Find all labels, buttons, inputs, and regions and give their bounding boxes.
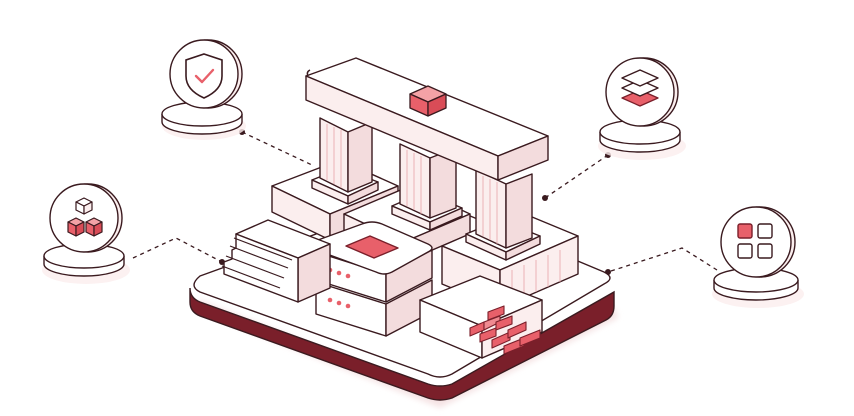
server-box [313,221,433,337]
grid-badge [712,206,804,308]
shield-check-badge [161,39,246,140]
connector-grid [607,247,718,273]
stairs-right [419,275,543,359]
cubes-icon [67,197,103,237]
connector-lines [132,131,718,273]
grid-icon [737,223,773,259]
cubes-badge [42,183,130,284]
stairs-left [221,219,331,303]
pillar-left [311,117,379,205]
shield-check-icon [185,53,223,99]
connector-cubes [132,237,223,263]
connector-layers [544,154,609,199]
layers-icon [621,69,659,107]
beam-cube [409,85,447,117]
layers-badge [598,57,686,160]
connector-shield [241,131,313,166]
pillar-right [465,169,541,261]
